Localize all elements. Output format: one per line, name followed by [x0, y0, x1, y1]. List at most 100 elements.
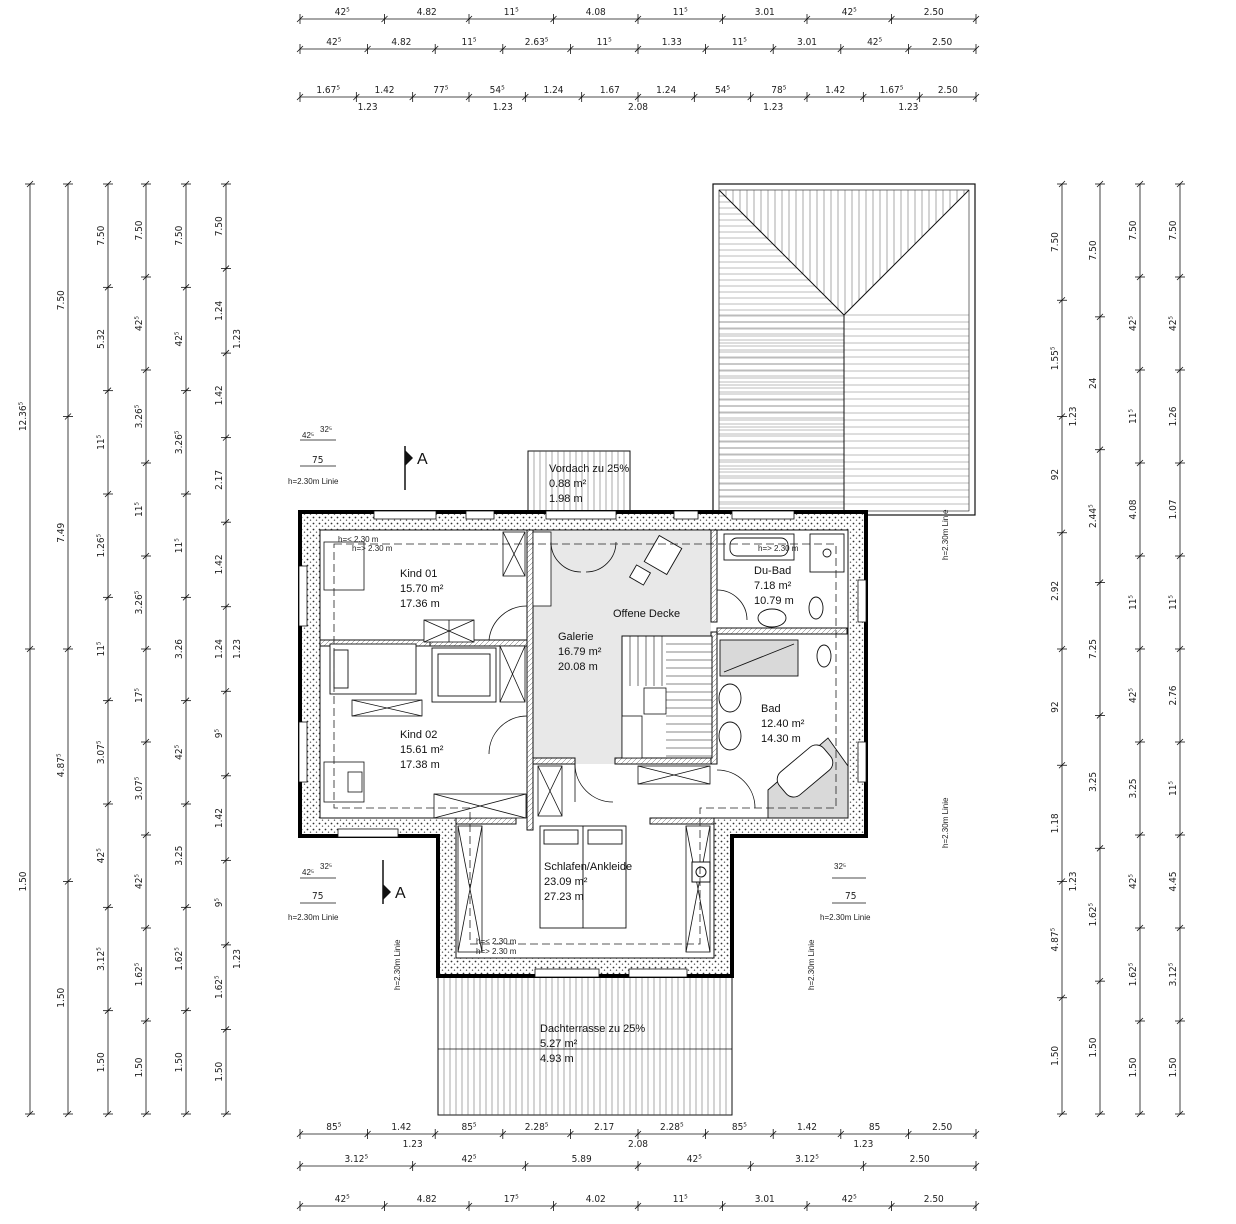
- dim-label: 5.32: [96, 329, 107, 349]
- dim-tick: [182, 904, 190, 911]
- dim-label: 3.01: [755, 7, 775, 18]
- dim-label: 1.50: [134, 1057, 145, 1077]
- dim-tick: [1058, 994, 1066, 1002]
- dim-tick: [1096, 446, 1104, 453]
- height-line-label: h=2.30m Linie: [288, 477, 339, 486]
- dim-label: 7.50: [174, 225, 185, 245]
- dim-tick: [142, 552, 150, 560]
- h-note: h=> 2.30 m: [758, 544, 799, 553]
- dim-label: 3.01: [797, 37, 817, 48]
- dim-label: 3.26: [174, 639, 185, 659]
- dim-label: 1.24: [214, 301, 225, 321]
- dim-label: 1.42: [797, 1122, 817, 1133]
- room-name: Galerie: [558, 631, 593, 643]
- dim-tick: [142, 831, 150, 839]
- dim-tick: [64, 1110, 72, 1118]
- dim-label: 1.62⁵: [1088, 903, 1099, 927]
- dim-tick: [1136, 366, 1144, 374]
- dim-tick: [972, 15, 980, 23]
- height-marker-bl: 42⁵ 32⁵ 75 h=2.30m Linie: [288, 862, 339, 922]
- dim-label: 11⁵: [732, 37, 747, 48]
- dim-label: 11⁵: [1168, 595, 1179, 610]
- dim-label: 3.25: [1088, 772, 1099, 792]
- dim-tick: [634, 93, 642, 101]
- dim-label: 2.50: [938, 85, 958, 96]
- dim-tick: [364, 45, 371, 53]
- dim-tick: [296, 1130, 304, 1138]
- dim-label: 2.63⁵: [525, 37, 549, 48]
- bathroom-fixtures: [718, 533, 849, 819]
- dim-label: 2.50: [910, 1154, 930, 1165]
- dim-label: 3.01: [755, 1194, 775, 1205]
- dim-label: 1.50: [1050, 1046, 1061, 1066]
- dim-tick: [142, 738, 150, 746]
- offene-decke-label: Offene Decke: [613, 608, 680, 620]
- dim-tick: [182, 180, 190, 188]
- dim-label: 11⁵: [673, 1194, 688, 1205]
- dim-label: 2.17: [214, 470, 225, 490]
- height-lines: [333, 543, 837, 945]
- vordach-canopy: [527, 450, 631, 514]
- dim-label: 1.67⁵: [316, 85, 340, 96]
- dim-tick: [837, 1130, 845, 1138]
- room-name: Vordach zu 25%: [549, 463, 629, 475]
- dim-sublabel: 1.23: [232, 949, 243, 969]
- mark-75: 75: [312, 891, 323, 902]
- dim-label: 12.36⁵: [18, 401, 29, 431]
- dim-label: 7.50: [214, 216, 225, 236]
- dim-tick: [64, 878, 72, 885]
- dim-label: 1.50: [1128, 1057, 1139, 1077]
- dim-tick: [182, 1007, 190, 1014]
- h-note: h=> 2.30 m: [476, 947, 517, 956]
- room-name: Bad: [761, 703, 781, 715]
- dim-tick: [567, 45, 574, 53]
- dim-label: 4.82: [417, 1194, 437, 1205]
- dim-tick: [747, 93, 754, 101]
- dim-tick: [1058, 1110, 1066, 1118]
- dim-label: 92: [1050, 701, 1061, 712]
- dim-tick: [499, 45, 507, 53]
- dim-tick: [860, 1162, 867, 1170]
- dim-label: 42⁵: [174, 331, 185, 346]
- h-note: h=> 2.30 m: [352, 544, 393, 553]
- armchair: [628, 534, 683, 586]
- room-area: 15.70 m²: [400, 583, 444, 595]
- dim-label: 1.62⁵: [174, 947, 185, 971]
- dim-label: 3.12⁵: [1168, 962, 1179, 986]
- dim-label: 4.45: [1168, 871, 1179, 891]
- height-line-label: h=2.30m Linie: [807, 939, 816, 990]
- dim-tick: [1096, 579, 1104, 586]
- dim-tick: [142, 1017, 150, 1025]
- dim-label: 5.89: [572, 1154, 592, 1165]
- room-name: Kind 02: [400, 729, 437, 741]
- dim-label: 1.50: [18, 871, 29, 891]
- section-marker-a-bottom: A: [382, 860, 406, 904]
- dim-tick: [972, 45, 980, 53]
- dim-label: 7.50: [1050, 232, 1061, 252]
- dim-tick: [222, 941, 230, 949]
- dim-tick: [634, 1162, 642, 1170]
- dim-tick: [222, 1110, 230, 1118]
- dim-label: 42⁵: [174, 744, 185, 759]
- dim-label: 1.24: [543, 85, 563, 96]
- dim-label: 54⁵: [715, 85, 730, 96]
- dim-tick: [182, 387, 190, 394]
- mark-325: 32⁵: [320, 425, 332, 434]
- dim-label: 1.50: [174, 1052, 185, 1072]
- dim-label: 4.08: [1128, 499, 1139, 519]
- height-line-label: h=2.30m Linie: [288, 913, 339, 922]
- dim-label: 3.25: [1128, 778, 1139, 798]
- dim-tick: [1136, 738, 1144, 746]
- dim-tick: [1058, 296, 1066, 304]
- dim-tick: [222, 857, 230, 864]
- section-label: A: [417, 451, 428, 468]
- dim-tick: [1176, 366, 1184, 374]
- dim-label: 3.07⁵: [96, 740, 107, 764]
- dim-sublabel: 2.08: [628, 1139, 648, 1150]
- dim-label: 85⁵: [326, 1122, 341, 1133]
- dim-tick: [182, 800, 190, 808]
